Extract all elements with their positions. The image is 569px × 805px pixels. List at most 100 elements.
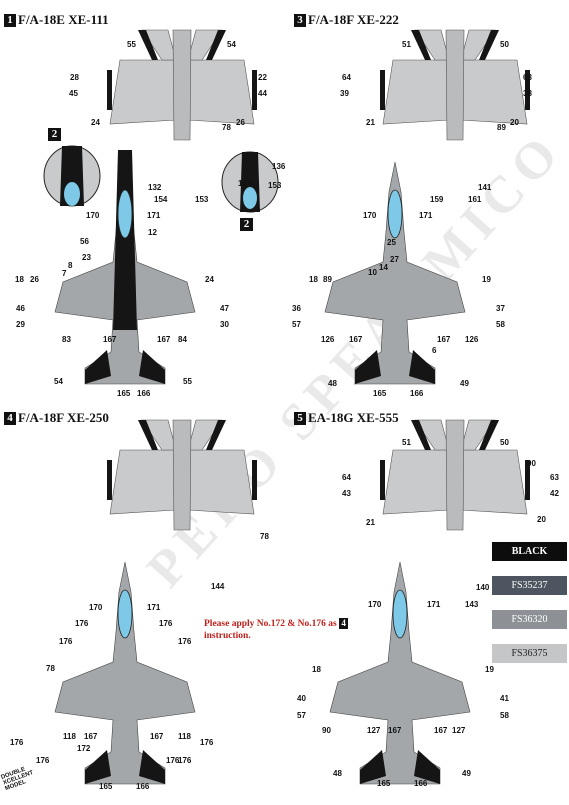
decal-number-p5-25: 165	[377, 779, 391, 788]
decal-number-p3-29: 58	[496, 320, 505, 329]
decal-number-p1-18: 7	[62, 269, 67, 278]
decal-number-p3-17: 10	[368, 268, 377, 277]
decal-number-p1-20: 18	[15, 275, 24, 284]
decal-number-p4-20: 166	[136, 782, 150, 791]
decal-number-p5-21: 19	[485, 665, 494, 674]
decal-number-p4-3: 171	[147, 603, 161, 612]
aircraft-index-5: 5	[294, 411, 306, 425]
decal-number-p3-16: 14	[379, 263, 388, 272]
decal-number-p3-20: 36	[292, 304, 301, 313]
decal-number-p5-6: 63	[550, 473, 559, 482]
decal-number-p5-2: 64	[342, 473, 351, 482]
detail-circle-left	[43, 145, 101, 207]
decal-number-p1-10: 154	[154, 195, 168, 204]
decal-number-p1-26: 84	[178, 335, 187, 344]
plane-1-underside	[54, 150, 196, 385]
decal-number-p1-29: 30	[220, 320, 229, 329]
decal-number-p1-23: 83	[62, 335, 71, 344]
decal-number-p1-21: 46	[16, 304, 25, 313]
decal-number-p1-19: 26	[30, 275, 39, 284]
decal-number-p3-18: 18	[309, 275, 318, 284]
decal-number-p4-7: 176	[178, 637, 192, 646]
decal-number-p1-27: 24	[205, 275, 214, 284]
decal-number-p5-4: 21	[366, 518, 375, 527]
decal-number-p1-30: 54	[54, 377, 63, 386]
decal-number-d1-2: 153	[268, 181, 282, 190]
decal-number-p1-28: 47	[220, 304, 229, 313]
color-swatch-fs36375: FS36375	[492, 644, 567, 663]
decal-number-p4-19: 165	[99, 782, 113, 791]
decal-number-p5-10: 170	[368, 600, 382, 609]
decal-number-p3-31: 165	[373, 389, 387, 398]
aircraft-index-3: 3	[294, 13, 306, 27]
decal-number-p3-13: 171	[419, 211, 433, 220]
decal-number-p3-8: 20	[510, 118, 519, 127]
detail-tag-right: 2	[240, 218, 253, 231]
note-text: Please apply No.172 & No.176 as	[204, 619, 337, 629]
decal-number-p1-8: 26	[236, 118, 245, 127]
aircraft-label-4: F/A-18F XE-250	[18, 410, 109, 425]
decal-number-p1-17: 8	[68, 261, 73, 270]
decal-number-p5-5: 90	[527, 459, 536, 468]
aircraft-label-3: F/A-18F XE-222	[308, 12, 399, 27]
decal-number-p3-3: 39	[340, 89, 349, 98]
decal-number-p1-22: 29	[16, 320, 25, 329]
decal-number-p5-24: 48	[333, 769, 342, 778]
detail-tag-left: 2	[48, 128, 61, 141]
decal-number-p3-5: 63	[523, 73, 532, 82]
plane-5-topview	[379, 419, 531, 531]
decal-number-p4-13: 176	[166, 756, 180, 765]
color-swatch-fs36320: FS36320	[492, 610, 567, 629]
decal-number-p5-23: 58	[500, 711, 509, 720]
decal-number-p5-27: 49	[462, 769, 471, 778]
decal-number-p3-11: 161	[468, 195, 482, 204]
decal-number-p4-15: 118	[178, 732, 191, 741]
decal-number-p3-25: 126	[465, 335, 479, 344]
decal-number-p4-1: 144	[211, 582, 225, 591]
decal-number-p1-14: 12	[148, 228, 157, 237]
decal-number-p4-10: 118	[63, 732, 76, 741]
decal-number-p5-17: 127	[367, 726, 381, 735]
decal-number-p4-11: 167	[84, 732, 98, 741]
decal-number-p5-14: 40	[297, 694, 306, 703]
decal-number-p5-19: 167	[434, 726, 448, 735]
decal-number-p3-12: 170	[363, 211, 377, 220]
decal-number-p1-5: 22	[258, 73, 267, 82]
decal-number-p3-22: 126	[321, 335, 335, 344]
decal-number-p3-1: 50	[500, 40, 509, 49]
decal-number-p1-12: 170	[86, 211, 100, 220]
color-swatch-black: BLACK	[492, 542, 567, 561]
decal-number-p5-12: 143	[465, 600, 479, 609]
plane-5-underside	[329, 561, 471, 785]
decal-number-p3-7: 89	[497, 123, 506, 132]
aircraft-index-1: 1	[4, 13, 16, 27]
decal-number-p4-12: 172	[77, 744, 91, 753]
decal-number-p5-22: 41	[500, 694, 509, 703]
decal-number-p1-2: 28	[70, 73, 79, 82]
decal-number-p5-18: 167	[388, 726, 402, 735]
decal-number-p4-8: 78	[46, 664, 55, 673]
decal-number-p3-9: 159	[430, 195, 444, 204]
decal-number-p1-33: 55	[183, 377, 192, 386]
decal-number-p4-9: 176	[10, 738, 24, 747]
decal-number-p3-23: 167	[349, 335, 363, 344]
decal-number-p5-7: 42	[550, 489, 559, 498]
decal-number-p1-0: 55	[127, 40, 136, 49]
aircraft-index-4: 4	[4, 411, 16, 425]
decal-number-p1-9: 132	[148, 183, 162, 192]
decal-number-p3-33: 49	[460, 379, 469, 388]
decal-number-p3-27: 19	[482, 275, 491, 284]
decal-number-p1-3: 45	[69, 89, 78, 98]
decal-number-p5-8: 20	[537, 515, 546, 524]
aircraft-label-1: F/A-18E XE-111	[18, 12, 109, 27]
decal-number-p5-16: 90	[322, 726, 331, 735]
decal-number-p3-28: 37	[496, 304, 505, 313]
decal-number-p4-6: 176	[59, 637, 73, 646]
decal-number-p3-19: 89	[323, 275, 332, 284]
decal-number-p1-32: 166	[137, 389, 151, 398]
decal-number-p4-2: 170	[89, 603, 103, 612]
decal-number-p3-4: 21	[366, 118, 375, 127]
